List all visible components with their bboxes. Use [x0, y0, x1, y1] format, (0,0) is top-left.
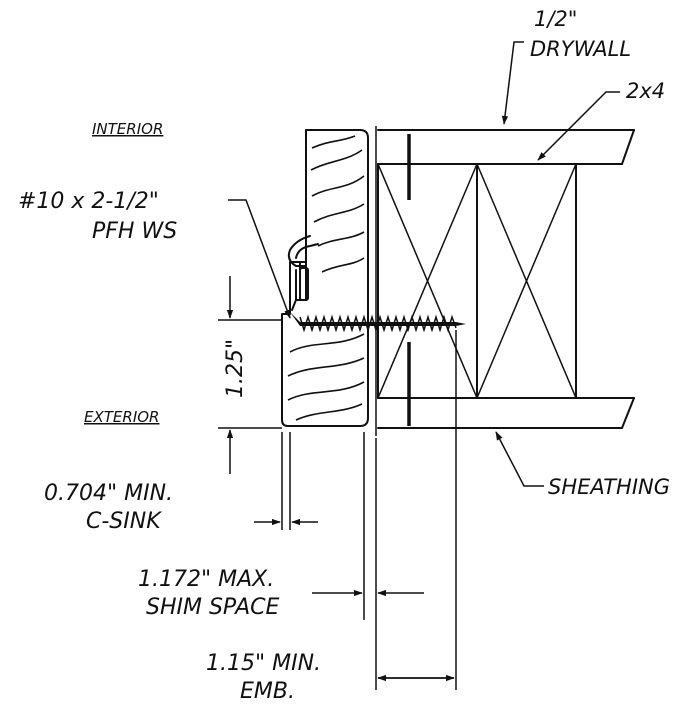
stud-label: 2x4: [626, 79, 665, 103]
screw-type-label: PFH WS: [92, 219, 177, 244]
drywall-label: DRYWALL: [530, 37, 631, 61]
stud-2x4: [377, 163, 577, 399]
leader-drywall: [501, 41, 524, 125]
leader-screw: [228, 199, 291, 319]
weatherstrip-clip: [287, 235, 319, 301]
shim-dimension-label: 1.172" MAX.: [138, 567, 274, 592]
screw: [290, 312, 466, 333]
leader-sheathing: [495, 431, 544, 487]
embedment-label: EMB.: [240, 679, 295, 704]
drywall-size-label: 1/2": [534, 7, 577, 31]
height-dimension-label: 1.25": [223, 339, 248, 398]
sheathing-label: SHEATHING: [548, 475, 670, 499]
drywall-board: [377, 129, 635, 200]
sheathing-board: [377, 342, 635, 429]
csink-dimension-label: 0.704" MIN.: [44, 481, 173, 506]
window-frame-section: [281, 129, 369, 427]
csink-label: C-SINK: [86, 509, 162, 534]
embedment-dimension-label: 1.15" MIN.: [206, 651, 321, 676]
screw-size-label: #10 x 2-1/2": [18, 189, 159, 214]
leader-stud: [537, 91, 620, 161]
shim-label: SHIM SPACE: [146, 595, 280, 620]
interior-label: INTERIOR: [92, 120, 163, 138]
exterior-label: EXTERIOR: [84, 408, 159, 426]
extension-lines: [281, 330, 457, 690]
height-dimension: [218, 276, 282, 474]
